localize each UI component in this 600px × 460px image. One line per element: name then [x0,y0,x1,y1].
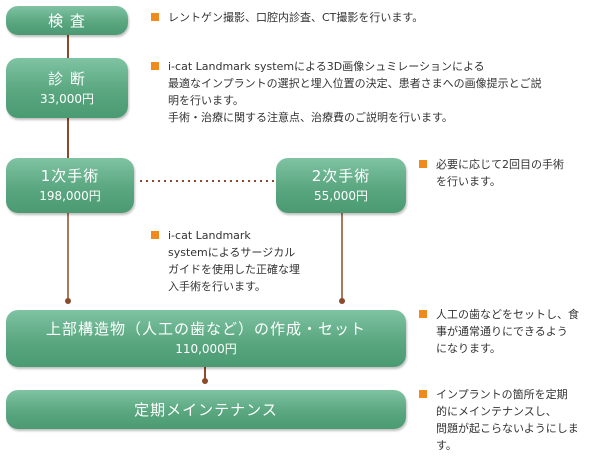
note-surgery1-line: i-cat Landmark [168,229,251,242]
bullet-icon [419,390,427,398]
step-surgery2-title: 2次手術 [311,167,371,185]
note-surgery1-line: ガイドを使用した正確な埋 [168,263,300,276]
note-diagnosis-line: i-cat Landmark systemによる3D画像シュミレーションによる [168,60,485,73]
step-surgery1: 1次手術 198,000円 [6,158,134,213]
step-superstructure-price: 110,000円 [175,342,237,356]
step-diagnosis-price: 33,000円 [40,91,94,106]
note-exam: レントゲン撮影、口腔内診査、CT撮影を行います。 [151,9,424,26]
connector-dot-surgery1 [65,298,71,304]
note-maintenance: インプラントの箇所を定期 的にメインテナンスし、 問題が起こらないようにしま す… [419,386,579,454]
note-surgery1: i-cat Landmark systemによるサージカル ガイドを使用した正確… [151,227,300,295]
note-diagnosis-line: 最適なインプラントの選択と埋入位置の決定、患者さまへの画像提示とご説 [168,77,542,90]
bullet-icon [151,13,159,21]
note-maintenance-line: す。 [436,439,457,452]
step-diagnosis: 診 断 33,000円 [6,58,128,118]
note-diagnosis-line: 明を行います。 [168,94,244,107]
step-diagnosis-title: 診 断 [48,69,86,88]
note-surgery2: 必要に応じて2回目の手術 を行います。 [419,156,564,190]
note-maintenance-line: 的にメインテナンスし、 [436,405,557,418]
bullet-icon [419,310,427,318]
bullet-icon [151,62,159,70]
step-surgery1-price: 198,000円 [39,189,101,203]
step-exam: 検 査 [6,6,128,35]
step-surgery1-title: 1次手術 [40,167,100,185]
bullet-icon [151,231,159,239]
note-superstructure-line: 事が通常通りにできるよう [436,325,568,338]
note-superstructure-line: 人工の歯などをセットし、食 [436,308,579,321]
note-maintenance-line: インプラントの箇所を定期 [436,388,568,401]
note-exam-line: レントゲン撮影、口腔内診査、CT撮影を行います。 [168,11,424,24]
note-surgery2-line: 必要に応じて2回目の手術 [436,158,564,171]
note-surgery2-line: を行います。 [436,175,501,188]
step-superstructure-title: 上部構造物（人工の歯など）の作成・セット [45,320,366,338]
step-maintenance: 定期メインテナンス [6,390,406,429]
step-surgery2-price: 55,000円 [314,189,368,203]
note-superstructure-line: になります。 [436,342,501,355]
step-maintenance-title: 定期メインテナンス [134,400,278,419]
note-surgery1-line: 入手術を行います。 [168,280,266,293]
note-surgery1-line: systemによるサージカル [168,246,296,259]
note-diagnosis: i-cat Landmark systemによる3D画像シュミレーションによる … [151,58,542,126]
step-surgery2: 2次手術 55,000円 [276,158,406,213]
connector-dot-surgery2 [339,298,345,304]
note-diagnosis-line: 手術・治療に関する注意点、治療費のご説明を行います。 [168,111,453,124]
note-superstructure: 人工の歯などをセットし、食 事が通常通りにできるよう になります。 [419,306,579,357]
bullet-icon [419,160,427,168]
connector-dot-maintenance [202,378,208,384]
note-maintenance-line: 問題が起こらないようにしま [436,422,579,435]
step-superstructure: 上部構造物（人工の歯など）の作成・セット 110,000円 [6,310,406,367]
step-exam-title: 検 査 [48,11,86,30]
